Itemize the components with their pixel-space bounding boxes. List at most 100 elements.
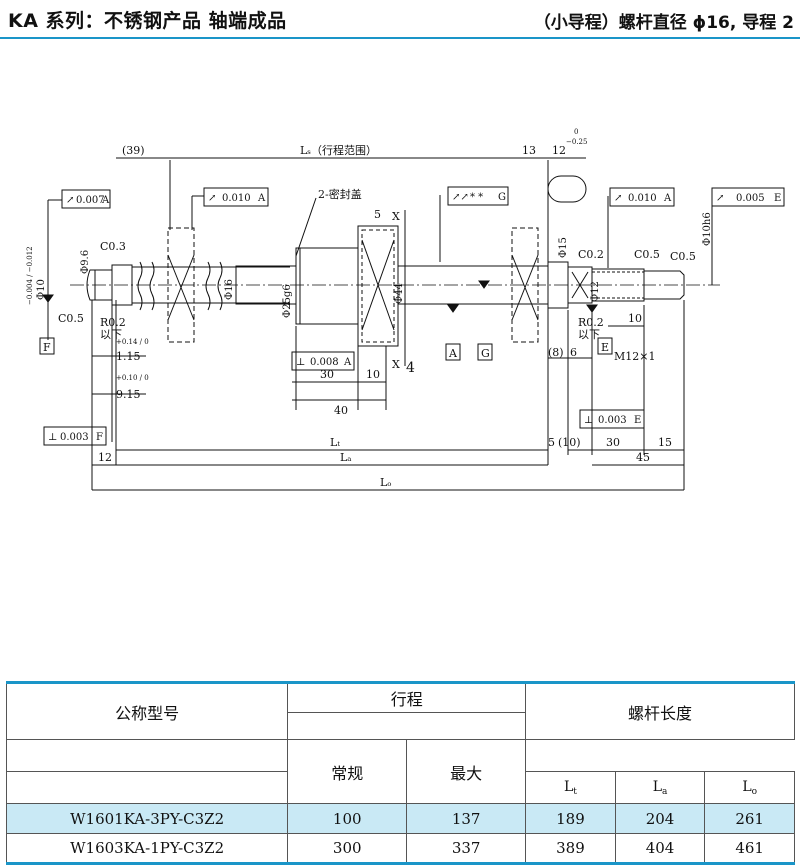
dim-phi10h6: Φ10h6: [702, 212, 713, 246]
radius-right: R0.2: [578, 316, 604, 329]
dim-10-nut: 10: [366, 368, 380, 381]
gdt-value-8: 0.003: [60, 432, 89, 443]
gdt-ref-1: A: [101, 195, 110, 206]
dim-12-left: 12: [98, 451, 112, 464]
dim-13: 13: [522, 144, 536, 157]
dim-phi25: Φ25g6: [282, 284, 293, 318]
gdt-ref-8: F: [96, 432, 103, 443]
dim-lo: Lₒ: [380, 476, 392, 489]
dim-5: 5: [374, 208, 381, 221]
datum-g: G: [481, 347, 490, 360]
thread-m12: M12×1: [614, 350, 655, 363]
table-row: W1603KA-1PY-C3Z2 300 337 389 404 461: [5, 833, 795, 865]
gdt-runout-2: ↗: [208, 193, 216, 204]
gdt-perp-6: ⊥: [296, 357, 305, 368]
gdt-ref-4: A: [663, 193, 672, 204]
dim-phi10-left: Φ10: [36, 279, 47, 300]
cell-max: 337: [406, 833, 527, 865]
gdt-ref-3: G: [498, 192, 506, 203]
gdt-value-5: 0.005: [736, 193, 765, 204]
gdt-value-7: 0.003: [598, 415, 627, 426]
table-row: W1601KA-3PY-C3Z2 100 137 189 204 261: [5, 803, 795, 834]
section-x-bottom: X: [392, 358, 400, 371]
gdt-perp-7: ⊥: [584, 415, 593, 426]
gdt-runout-left: ↗: [66, 195, 74, 206]
dim-30-end: 30: [606, 436, 620, 449]
header-la: La: [614, 771, 706, 804]
dim-39: (39): [122, 144, 145, 157]
header-stroke: 行程: [287, 681, 527, 713]
cell-la: 204: [614, 803, 706, 834]
dim-45: 45: [636, 451, 650, 464]
tol-1-15: +0.14 / 0: [116, 338, 149, 346]
datum-e: E: [601, 341, 609, 354]
gdt-value-6: 0.008: [310, 357, 339, 368]
header-lo: Lo: [704, 771, 795, 804]
dim-phi12: Φ12: [590, 281, 601, 302]
header-max: 最大: [406, 739, 527, 804]
chamfer-c05-right: C0.5: [670, 250, 696, 263]
dim-10-bottom: (10): [558, 436, 581, 449]
dim-phi44: Φ44: [394, 283, 405, 304]
gdt-value-1: 0.007: [76, 195, 105, 206]
page-title: KA 系列：不锈钢产品 轴端成品: [8, 10, 287, 32]
header-model-spacer-2: [5, 771, 289, 804]
dim-10-thread: 10: [628, 312, 642, 325]
gdt-ref-6: A: [343, 357, 352, 368]
datum-f: F: [43, 341, 51, 354]
chamfer-c05-mid: C0.5: [634, 248, 660, 261]
title-divider: [0, 37, 800, 39]
dim-phi16: Φ16: [224, 279, 235, 300]
dim-12-top: 12: [552, 144, 566, 157]
dim-lt: Lₜ: [330, 436, 340, 449]
dim-5-bottom: 5: [548, 436, 555, 449]
cell-la: 404: [614, 833, 706, 865]
cell-model: W1603KA-1PY-C3Z2: [5, 833, 289, 865]
spec-table: 公称型号 行程 螺杆长度 常规 最大 Lt La Lo W1601KA-3PY-…: [5, 681, 795, 865]
dim-30-nut: 30: [320, 368, 334, 381]
gdt-perp-8: ⊥: [48, 432, 57, 443]
ref-4: 4: [406, 360, 415, 376]
chamfer-c05-left: C0.5: [58, 312, 84, 325]
radius-left-note: 以下: [100, 328, 122, 341]
dim-9-15: 9.15: [116, 388, 141, 401]
header-model: 公称型号: [5, 681, 289, 740]
radius-left: R0.2: [100, 316, 126, 329]
gdt-value-4: 0.010: [628, 193, 657, 204]
cell-lt: 189: [525, 803, 616, 834]
chamfer-c02: C0.2: [578, 248, 604, 261]
dim-15: 15: [658, 436, 672, 449]
radius-right-note: 以下: [578, 328, 600, 341]
dim-6: 6: [570, 346, 577, 359]
dim-la: Lₐ: [340, 451, 352, 464]
cell-model: W1601KA-3PY-C3Z2: [5, 803, 289, 834]
cell-max: 137: [406, 803, 527, 834]
tol-9-15: +0.10 / 0: [116, 374, 149, 382]
section-x-top: X: [392, 210, 400, 223]
gdt-runout-3: ↗↗: [452, 192, 469, 203]
header-length: 螺杆长度: [525, 681, 795, 740]
shaft-drawing: (39) Lₛ（行程范围） 13 12 0 −0.25 5 2-密封盖 C0.3…: [26, 128, 785, 491]
gdt-ref-2: A: [257, 193, 266, 204]
gdt-runout-5: ↗: [716, 193, 724, 204]
cell-normal: 100: [287, 803, 408, 834]
title-bar: KA 系列：不锈钢产品 轴端成品 （小导程）螺杆直径 ϕ16, 导程 2: [0, 0, 800, 40]
tol-12-a: 0: [574, 128, 578, 136]
dim-phi15: Φ15: [558, 237, 569, 258]
dim-1-15: 1.15: [116, 350, 141, 363]
dim-40: 40: [334, 404, 348, 417]
gdt-value-2: 0.010: [222, 193, 251, 204]
header-model-spacer: [5, 739, 289, 772]
datum-a: A: [448, 347, 458, 360]
cell-lo: 261: [704, 803, 795, 834]
seal-label: 2-密封盖: [318, 187, 362, 201]
gdt-ref-7: E: [634, 415, 641, 426]
cell-lt: 389: [525, 833, 616, 865]
page-subtitle: （小导程）螺杆直径 ϕ16, 导程 2: [533, 13, 794, 33]
gdt-runout-4: ↗: [614, 193, 622, 204]
dim-ls: Lₛ（行程范围）: [300, 143, 377, 157]
cell-normal: 300: [287, 833, 408, 865]
gdt-value-3: * *: [470, 192, 483, 203]
dim-8: (8): [548, 346, 564, 359]
header-lt: Lt: [525, 771, 616, 804]
